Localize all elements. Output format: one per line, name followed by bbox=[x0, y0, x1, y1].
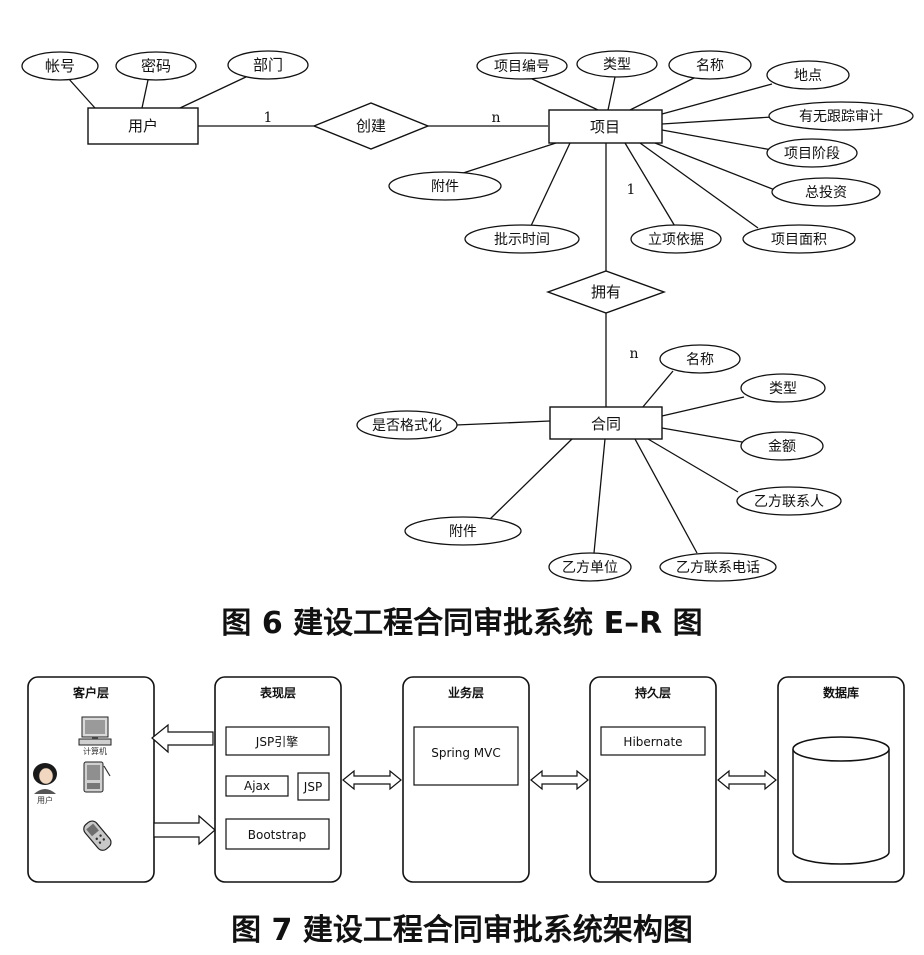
attr-project-name: 名称 bbox=[696, 58, 724, 74]
er-connector-lines bbox=[67, 75, 776, 554]
architecture-layer-titles: 客户层 表现层 业务层 持久层 数据库 bbox=[72, 685, 859, 700]
arrow-presentation-business bbox=[342, 769, 402, 791]
figure-7-caption: 图 7 建设工程合同审批系统架构图 bbox=[231, 913, 693, 948]
computer-label: 计算机 bbox=[83, 746, 107, 756]
user-label: 用户 bbox=[37, 795, 53, 805]
entity-project-label: 项目 bbox=[590, 118, 620, 136]
layer-business-title: 业务层 bbox=[448, 685, 484, 700]
cardinality-own-project: 1 bbox=[627, 182, 636, 198]
arrow-response-to-client bbox=[151, 723, 214, 754]
component-jsp-label: JSP bbox=[303, 780, 322, 794]
database-cylinder-icon bbox=[792, 736, 890, 865]
attr-project-attachment: 附件 bbox=[431, 179, 459, 195]
attr-contract-type: 类型 bbox=[769, 381, 797, 397]
component-jsp-engine-label: JSP引擎 bbox=[255, 734, 298, 749]
cardinality-create-user: 1 bbox=[264, 110, 273, 126]
attr-project-location: 地点 bbox=[794, 68, 822, 84]
attr-contract-party-b-unit: 乙方单位 bbox=[562, 560, 618, 576]
figure-6-caption: 图 6 建设工程合同审批系统 E–R 图 bbox=[221, 606, 702, 641]
component-bootstrap-label: Bootstrap bbox=[248, 828, 306, 842]
attr-project-area: 项目面积 bbox=[771, 232, 827, 248]
entity-contract: 合同 bbox=[549, 406, 663, 440]
relationship-own: 拥有 bbox=[545, 270, 667, 314]
component-spring-mvc-label: Spring MVC bbox=[431, 746, 500, 760]
component-jsp-engine-box bbox=[225, 726, 330, 756]
cardinality-own-contract: n bbox=[629, 346, 638, 362]
attr-project-basis: 立项依据 bbox=[648, 232, 704, 248]
entity-user-label: 用户 bbox=[128, 117, 158, 135]
attr-contract-party-b-phone: 乙方联系电话 bbox=[676, 560, 760, 576]
attr-project-approval-time: 批示时间 bbox=[494, 232, 550, 248]
attr-contract-name: 名称 bbox=[686, 352, 714, 368]
layer-client-title: 客户层 bbox=[72, 685, 109, 700]
component-hibernate-label: Hibernate bbox=[623, 735, 682, 749]
entity-user: 用户 bbox=[87, 107, 199, 145]
attr-user-account: 帐号 bbox=[45, 57, 75, 75]
layer-presentation-title: 表现层 bbox=[259, 685, 296, 700]
component-ajax-label: Ajax bbox=[244, 779, 270, 793]
attr-contract-amount: 金额 bbox=[768, 439, 796, 455]
attr-contract-party-b-contact: 乙方联系人 bbox=[754, 494, 824, 510]
pda-icon bbox=[83, 761, 111, 793]
computer-icon bbox=[78, 716, 112, 746]
cardinality-create-project: n bbox=[491, 110, 500, 126]
er-attribute-labels: 帐号 密码 部门 项目编号 类型 名称 地点 有无跟踪审计 项目阶段 总投资 项… bbox=[45, 56, 883, 576]
attr-project-type: 类型 bbox=[603, 57, 631, 73]
arrow-business-persistence bbox=[530, 769, 589, 791]
attr-project-investment: 总投资 bbox=[805, 185, 847, 201]
entity-project: 项目 bbox=[548, 109, 663, 144]
entity-contract-label: 合同 bbox=[591, 415, 621, 433]
component-jsp-box bbox=[297, 772, 330, 801]
layer-database-title: 数据库 bbox=[823, 685, 859, 700]
relationship-create-label: 创建 bbox=[356, 117, 386, 135]
component-hibernate-box bbox=[600, 726, 706, 756]
mobile-phone-icon bbox=[83, 820, 112, 851]
relationship-create: 创建 bbox=[312, 102, 430, 150]
attr-project-audit: 有无跟踪审计 bbox=[799, 109, 883, 125]
attr-contract-formatted: 是否格式化 bbox=[372, 418, 442, 434]
panel-persistence-layer bbox=[589, 676, 717, 883]
attr-user-department: 部门 bbox=[253, 56, 283, 74]
component-bootstrap-box bbox=[225, 818, 330, 850]
relationship-own-label: 拥有 bbox=[591, 283, 621, 301]
layer-persistence-title: 持久层 bbox=[635, 685, 671, 700]
component-spring-mvc-box bbox=[413, 726, 519, 786]
user-avatar-icon bbox=[33, 763, 57, 794]
layer-connector-arrows bbox=[151, 723, 777, 846]
er-attribute-ellipses bbox=[21, 50, 914, 582]
presentation-components bbox=[225, 726, 330, 850]
attr-contract-attachment: 附件 bbox=[449, 524, 477, 540]
attr-project-number: 项目编号 bbox=[494, 59, 550, 75]
component-ajax-box bbox=[225, 775, 289, 797]
arrow-request-to-presentation bbox=[153, 814, 216, 846]
attr-user-password: 密码 bbox=[141, 57, 171, 75]
arrow-persistence-database bbox=[717, 769, 777, 791]
attr-project-stage: 项目阶段 bbox=[784, 146, 840, 162]
